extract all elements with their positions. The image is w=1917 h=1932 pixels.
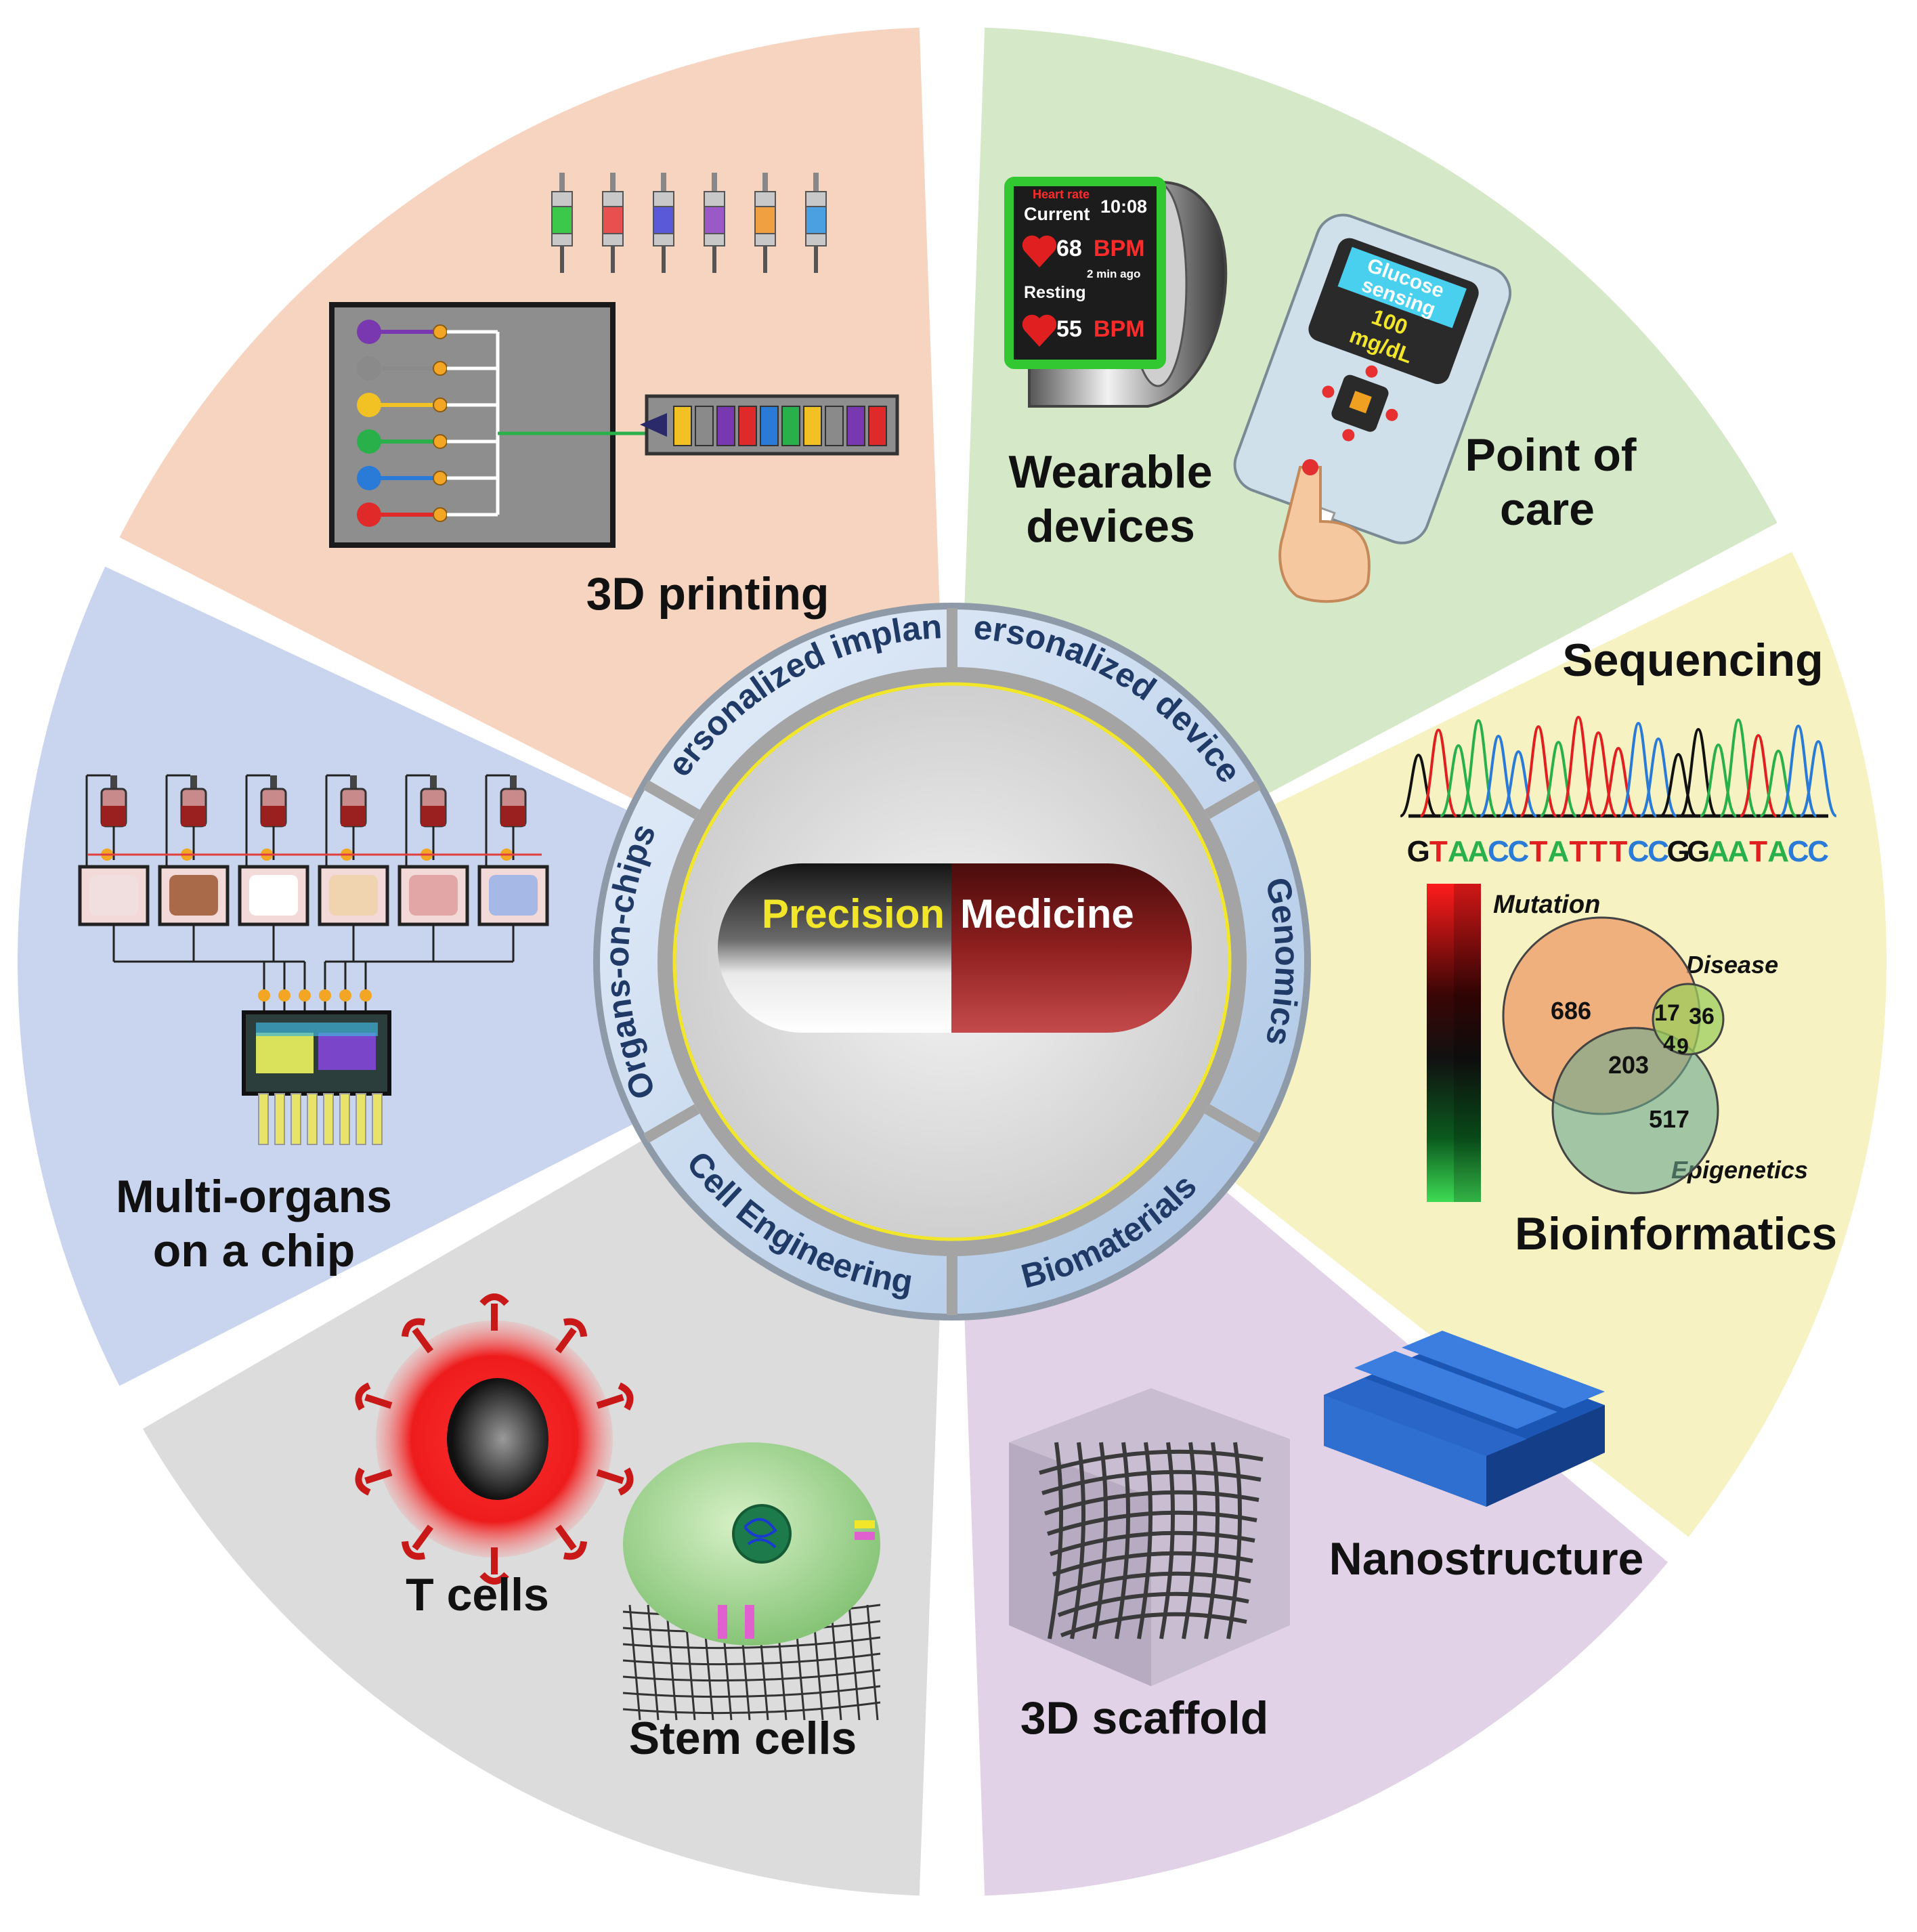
sequence-letter: T [1589,835,1608,868]
watch-current-label: Current [1024,204,1090,224]
sequence-letter: A [1767,835,1789,868]
chromatogram-peak [1499,750,1537,817]
chromatogram-peak [1700,743,1738,817]
cells-illustration: T cells Stem cells [355,1293,881,1764]
sequence-letter: A [1727,835,1749,868]
sequencing-label: Sequencing [1562,635,1823,686]
sequence-letter: A [1548,835,1570,868]
chromatogram-peak [1599,746,1637,817]
multi-organs-label-2: on a chip [153,1225,355,1276]
sequence-letter: G [1666,835,1689,868]
organs-illustration: Multi-organs on a chip [78,774,549,1276]
stem-cells-label: Stem cells [629,1713,857,1764]
liver-icon [169,875,218,916]
heatmap-bar [1427,884,1481,1202]
sequence-letter: T [1749,835,1767,868]
printing-illustration: 3D printing [329,173,899,620]
chip-icon [242,1010,391,1145]
scaffold-icon [1009,1388,1290,1686]
poc-label-2: care [1500,484,1595,535]
venn-count-686: 686 [1551,997,1591,1025]
wearable-label-1: Wearable [1008,446,1212,498]
watch-time: 10:08 [1100,196,1147,217]
organ-chip-network [78,774,549,1012]
venn-count-9: 9 [1677,1034,1689,1058]
sequence-letter: T [1570,835,1588,868]
stem-cell-icon [622,1442,881,1721]
sector-genomics [952,552,1887,1537]
cartilage-icon [409,875,458,916]
bone-icon [329,875,378,916]
syringe-icon [551,173,827,273]
venn-disease-label: Disease [1686,951,1778,979]
tooth-icon [249,875,298,916]
sequence-letter: T [1529,835,1547,868]
capsule-word-left: Precision [762,891,945,937]
bioink-cartridge [640,406,887,446]
heart-icon [1022,235,1057,267]
nanostructure-icon [1324,1331,1605,1507]
printing-label: 3D printing [586,568,830,620]
finger-icon [1278,459,1371,603]
chromatogram-peak [1400,753,1438,817]
sector-organs [18,566,952,1386]
t-cells-label: T cells [406,1569,549,1620]
t-cell-icon [355,1293,634,1585]
nanostructure-label: Nanostructure [1329,1533,1644,1585]
sequence-letter: T [1610,835,1628,868]
sequence-letter: C [1807,835,1829,868]
sequence-letter: C [1788,835,1809,868]
sequence-letter: A [1467,835,1489,868]
venn-count-203: 203 [1608,1051,1649,1079]
venn-count-4: 4 [1663,1031,1675,1056]
watch-bpm-unit-2: BPM [1094,316,1145,342]
brain-icon [89,875,138,916]
tissue-icon [489,875,538,916]
venn-count-517: 517 [1649,1105,1689,1133]
watch-bpm-current: 68 [1056,236,1082,261]
sequence-letter: G [1407,835,1430,868]
printer-channels [357,320,650,527]
venn-count-36: 36 [1689,1004,1715,1029]
watch-resting-label: Resting [1024,283,1086,302]
sequence-letter: T [1429,835,1448,868]
sequence-letter: A [1708,835,1729,868]
chromatogram-trace [1400,715,1837,818]
glucose-meter: Glucose sensing 100 mg/dL [1233,213,1512,553]
watch-bpm-resting: 55 [1056,316,1082,342]
capsule: Precision Medicine [718,863,1192,1033]
wearable-label-2: devices [1026,500,1195,552]
sequence-letter: G [1687,835,1710,868]
venn-epigenetics-circle [1551,1027,1719,1195]
bioinformatics-label: Bioinformatics [1515,1208,1837,1260]
watch-bpm-unit-1: BPM [1094,236,1145,261]
chromatogram-peak [1660,752,1698,817]
biomaterials-illustration: Nanostructure 3D scaffold [1009,1331,1643,1744]
capsule-word-right: Medicine [960,891,1134,937]
sequence-letter: C [1488,835,1509,868]
chromatogram-peak [1759,749,1797,817]
watch-ago: 2 min ago [1087,267,1140,280]
venn-disease-circle [1652,983,1725,1056]
heart-icon [1022,314,1057,347]
sequence-letter: C [1628,835,1650,868]
scaffold-label: 3D scaffold [1020,1692,1269,1744]
watch-heart-rate-label: Heart rate [1033,188,1090,201]
chromatogram-peak [1539,740,1578,817]
multi-organs-label-1: Multi-organs [116,1171,392,1222]
chromatogram-peak [1440,744,1478,817]
venn-count-17: 17 [1654,1000,1680,1026]
venn-mutation-label: Mutation [1493,890,1600,919]
sequence-letter: C [1508,835,1530,868]
poc-label-1: Point of [1465,429,1636,481]
sequence-letter: C [1647,835,1669,868]
sequence-letter: A [1448,835,1469,868]
chromatogram-peak [1799,739,1837,817]
devices-illustration: Heart rate Current 10:08 68 BPM 2 min ag… [1004,177,1637,603]
